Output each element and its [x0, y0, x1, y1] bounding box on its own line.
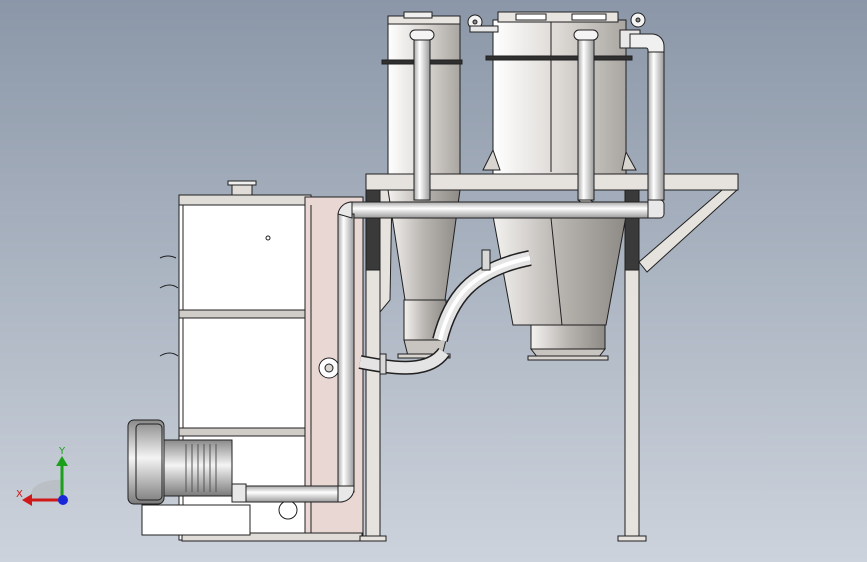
blower-housing [127, 419, 165, 505]
piping [245, 29, 665, 503]
cyclone-right [482, 11, 637, 361]
motor-base [141, 504, 251, 536]
axis-x-label: X [16, 489, 23, 500]
frame-brace [638, 189, 739, 273]
axis-z-icon [58, 495, 68, 505]
blower-motor [127, 419, 251, 536]
cyclone-right-body [492, 19, 627, 175]
coordinate-triad: Y X [16, 446, 68, 506]
axis-y-label: Y [58, 446, 66, 457]
pipe-vertical [413, 39, 431, 201]
pipe-horizontal [349, 201, 661, 219]
